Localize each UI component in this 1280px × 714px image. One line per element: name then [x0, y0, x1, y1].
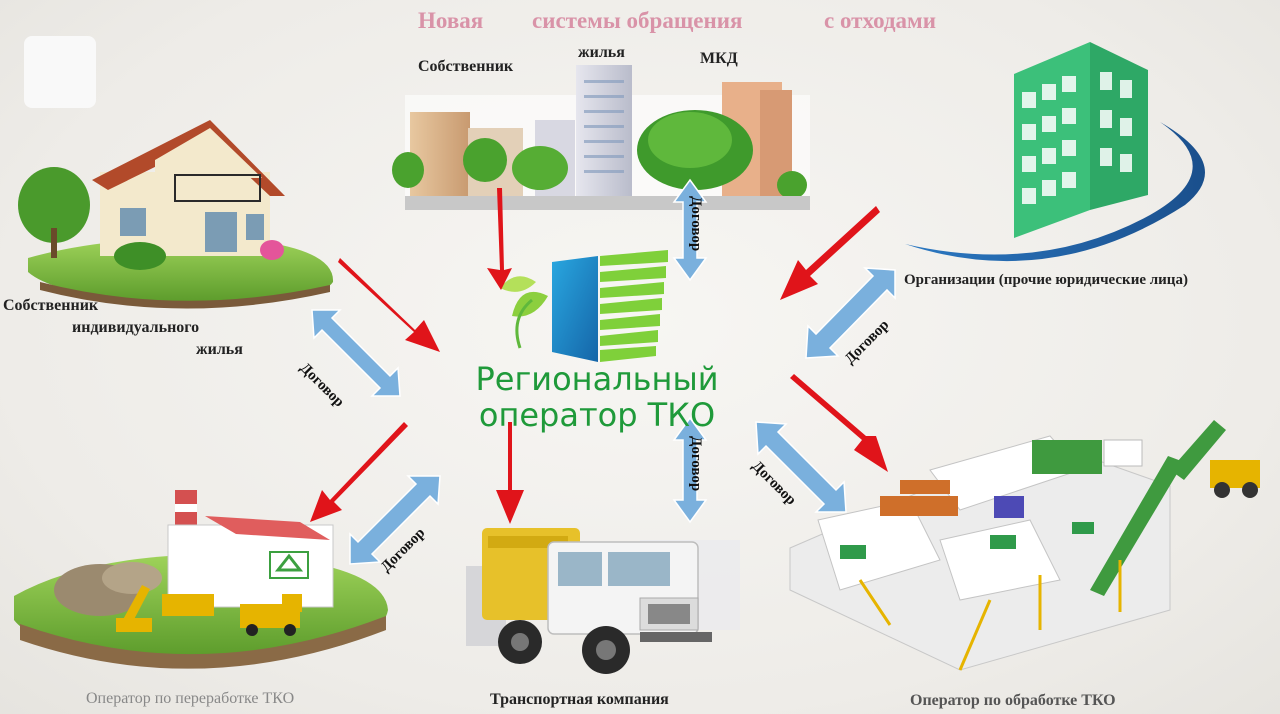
contract-arrow-transport: [672, 416, 708, 524]
page-title: Новая системы обращения с отходами: [0, 8, 1280, 38]
contract-label-transport: Договор: [688, 436, 704, 492]
recycling-operator-label: Оператор по переработке ТКО: [86, 690, 295, 707]
recycling-plant-illustration: [14, 490, 388, 669]
private-house-illustration: [18, 120, 334, 309]
red-arrows: [310, 188, 888, 524]
contract-arrow-organizations: [805, 267, 896, 359]
red-arrow-operator-to-recycling: [310, 422, 408, 522]
contract-label-mkd: Договор: [688, 196, 704, 252]
mkd-owner-label-part1: Собственник: [418, 58, 514, 75]
private-owner-label-line1: Собственник: [3, 297, 99, 314]
title-word-3: с отходами: [824, 8, 936, 33]
apartment-buildings-illustration: [392, 65, 810, 210]
red-arrow-mkd-to-operator: [487, 188, 512, 290]
transport-company-label: Транспортная компания: [490, 691, 669, 708]
regional-operator-logo-icon: [500, 250, 668, 362]
garbage-truck-illustration: [466, 528, 740, 674]
processing-operator-label: Оператор по обработке ТКО: [910, 692, 1116, 709]
regional-operator-title-line2: оператор ТКО: [478, 396, 716, 434]
red-arrow-operator-to-processing: [790, 374, 888, 472]
title-word-1: Новая: [418, 8, 484, 33]
faded-square-decoration: [24, 36, 96, 108]
organizations-label: Организации (прочие юридические лица): [904, 272, 1188, 288]
red-arrow-private-to-operator: [338, 258, 440, 352]
contract-arrow-mkd: [672, 178, 708, 282]
mkd-owner-label-part2: жилья: [578, 44, 625, 61]
processing-plant-illustration: [789, 420, 1260, 671]
organizations-building-illustration: [905, 42, 1205, 262]
private-owner-label-line3: жилья: [196, 341, 243, 358]
red-arrow-operator-to-transport: [496, 422, 524, 524]
contract-arrow-private: [311, 309, 401, 397]
private-owner-label-line2: индивидуального: [72, 319, 200, 336]
contract-arrow-recycling: [349, 475, 441, 565]
regional-operator-title-line1: Региональный: [475, 360, 719, 398]
contract-arrow-processing: [755, 421, 847, 513]
mkd-owner-label-part3: МКД: [700, 50, 738, 67]
red-arrow-organizations-to-operator: [780, 206, 880, 300]
title-word-2: системы обращения: [532, 8, 743, 33]
blue-contract-arrows: [311, 178, 896, 565]
